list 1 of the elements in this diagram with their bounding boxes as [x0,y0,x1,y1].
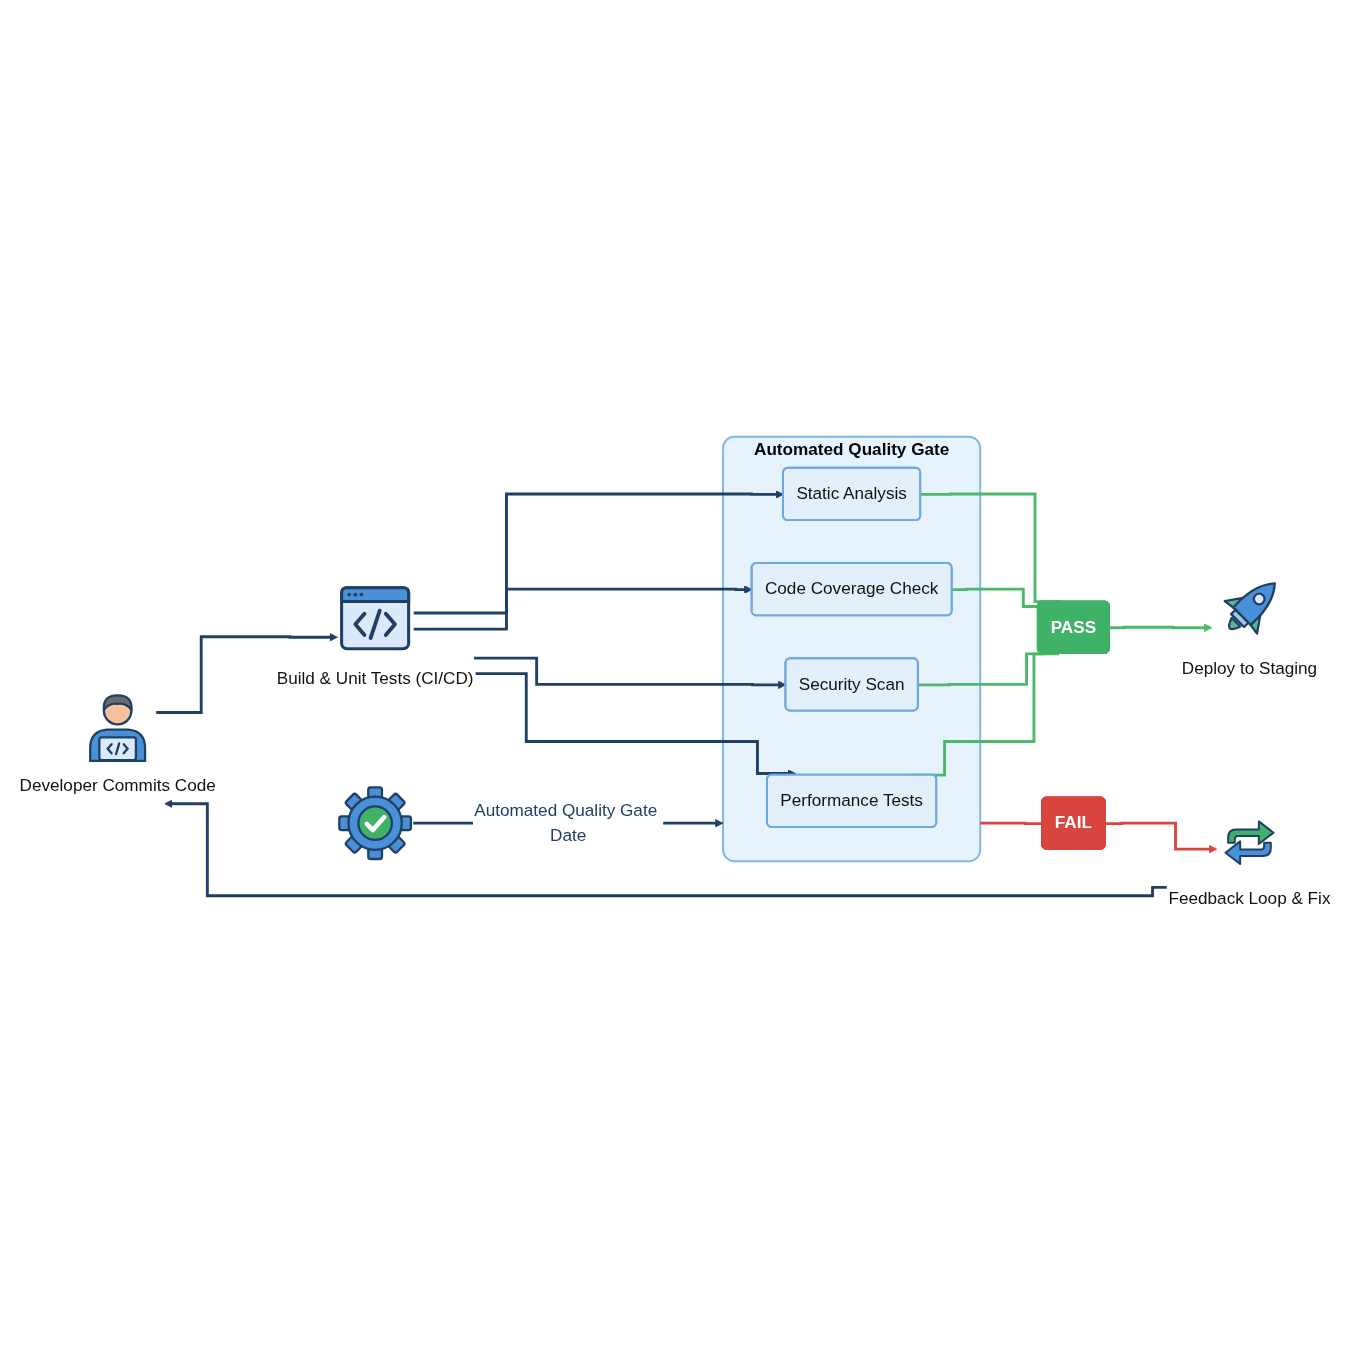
edge-label: Automated Quality Gate Date [474,800,658,846]
